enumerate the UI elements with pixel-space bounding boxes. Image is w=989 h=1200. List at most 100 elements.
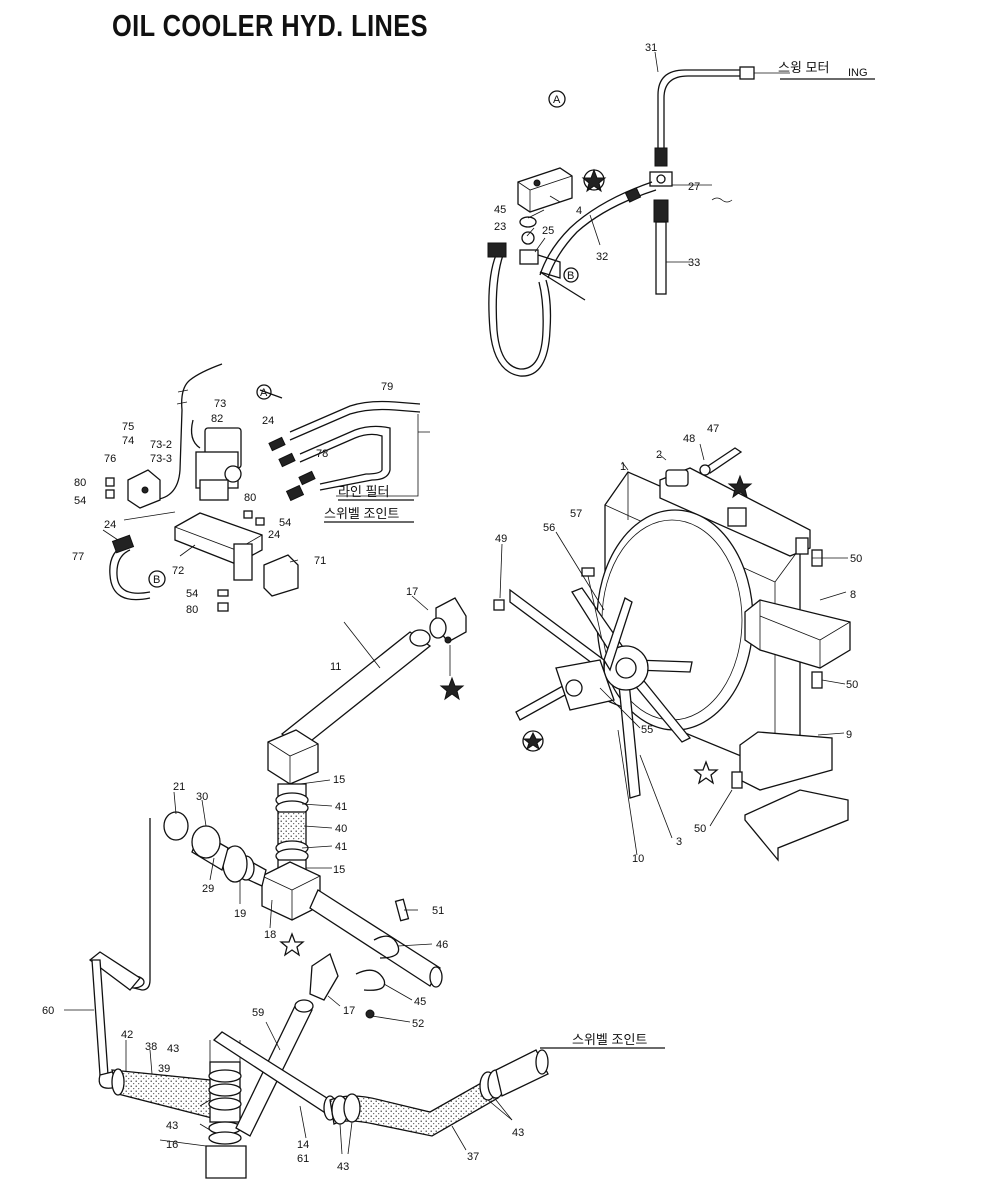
line-filter-group <box>102 363 430 612</box>
part-no-78: 78 <box>316 448 328 460</box>
part-no-54-c: 54 <box>186 588 198 600</box>
part-no-18: 18 <box>264 929 276 941</box>
label-line-filter: 라인 필터 <box>338 484 389 499</box>
part-no-79: 79 <box>381 381 393 393</box>
part-no-80-b: 80 <box>74 477 86 489</box>
elbow-17-lower <box>309 953 339 1001</box>
hose-31-fitting <box>739 66 755 80</box>
part-no-39: 39 <box>158 1063 170 1075</box>
valve-block-4 <box>517 167 573 213</box>
part-no-24-b: 24 <box>268 529 280 541</box>
part-no-72: 72 <box>172 565 184 577</box>
star-marker-top <box>581 168 607 193</box>
part-no-56: 56 <box>543 522 555 534</box>
part-no-50-c: 50 <box>694 823 706 835</box>
label-swivel-joint-upper: 스위벨 조인트 <box>324 506 399 521</box>
part-no-54-a: 54 <box>279 517 291 529</box>
part-no-41-b: 41 <box>335 841 347 853</box>
part-no-50-b: 50 <box>846 679 858 691</box>
label-swing-motor: 스윙 모터 <box>778 60 829 75</box>
view-mark-b-mid-text: B <box>153 574 160 586</box>
part-no-61: 61 <box>297 1153 309 1165</box>
view-mark-a-top-text: A <box>553 94 561 106</box>
part-no-11: 11 <box>330 661 341 673</box>
part-no-74: 74 <box>122 435 134 447</box>
part-no-45: 45 <box>494 204 506 216</box>
part-no-33: 33 <box>688 257 700 269</box>
view-mark-b-mid <box>148 570 166 588</box>
part-no-14: 14 <box>297 1139 309 1151</box>
label-swing-motor-suffix: ING <box>848 67 868 79</box>
part-no-30: 30 <box>196 791 208 803</box>
part-no-52: 52 <box>412 1018 424 1030</box>
part-no-27: 27 <box>688 181 700 193</box>
fitting-21 <box>163 811 189 841</box>
label-swivel-joint-lower: 스위벨 조인트 <box>572 1032 647 1047</box>
star-marker-tube <box>439 676 465 701</box>
plate-71 <box>263 554 299 597</box>
hose-38 <box>111 1069 213 1119</box>
part-no-21: 21 <box>173 781 185 793</box>
block-16 <box>205 1145 247 1179</box>
part-no-45-b: 45 <box>414 996 426 1008</box>
part-no-8: 8 <box>850 589 856 601</box>
hose-40 <box>277 811 307 847</box>
part-no-37: 37 <box>467 1151 479 1163</box>
pipe-60 <box>91 959 109 1076</box>
part-no-3: 3 <box>676 836 682 848</box>
part-no-55: 55 <box>641 724 653 736</box>
part-no-29: 29 <box>202 883 214 895</box>
part-no-4: 4 <box>576 205 582 217</box>
part-no-43-c: 43 <box>337 1161 349 1173</box>
part-no-15-b: 15 <box>333 864 345 876</box>
main-tube-assembly <box>64 595 665 1179</box>
view-mark-b-top-text: B <box>567 270 574 282</box>
part-no-46: 46 <box>436 939 448 951</box>
part-no-47: 47 <box>707 423 719 435</box>
part-no-73: 73 <box>214 398 226 410</box>
part-no-15-a: 15 <box>333 774 345 786</box>
part-no-42: 42 <box>121 1029 133 1041</box>
part-no-43-b: 43 <box>166 1120 178 1132</box>
view-mark-a-mid <box>256 384 272 400</box>
part-no-77: 77 <box>72 551 84 563</box>
part-no-19: 19 <box>234 908 246 920</box>
part-no-80-c: 80 <box>186 604 198 616</box>
part-no-59: 59 <box>252 1007 264 1019</box>
part-no-41-a: 41 <box>335 801 347 813</box>
part-no-2: 2 <box>656 449 662 461</box>
part-no-73-2: 73-2 <box>150 439 172 451</box>
part-no-10: 10 <box>632 853 644 865</box>
part-no-40: 40 <box>335 823 347 835</box>
part-no-50-a: 50 <box>850 553 862 565</box>
part-no-17-b: 17 <box>343 1005 355 1017</box>
part-no-1: 1 <box>620 461 626 473</box>
star-marker-cooler <box>727 474 753 499</box>
view-mark-a-top <box>548 90 566 108</box>
part-no-54-b: 54 <box>74 495 86 507</box>
tee-block-18 <box>261 861 321 921</box>
oil-cooler-assembly <box>493 443 851 862</box>
part-no-51: 51 <box>432 905 444 917</box>
part-no-73-3: 73-3 <box>150 453 172 465</box>
part-no-25: 25 <box>542 225 554 237</box>
diagram-title: OIL COOLER HYD. LINES <box>112 8 429 43</box>
part-no-24-c: 24 <box>104 519 116 531</box>
part-no-80-a: 80 <box>244 492 256 504</box>
part-no-49: 49 <box>495 533 507 545</box>
part-no-38: 38 <box>145 1041 157 1053</box>
part-number-labels: 31 27 4 45 23 25 32 33 73 82 79 75 74 73… <box>42 42 862 1173</box>
part-no-60: 60 <box>42 1005 54 1017</box>
tube-11 <box>280 631 432 749</box>
part-no-82: 82 <box>211 413 223 425</box>
swing-motor-line-group <box>487 51 875 377</box>
part-no-76: 76 <box>104 453 116 465</box>
part-no-43-a: 43 <box>167 1043 179 1055</box>
part-no-24-a: 24 <box>262 415 274 427</box>
part-no-32: 32 <box>596 251 608 263</box>
part-no-71: 71 <box>314 555 326 567</box>
hose-31 <box>657 69 740 150</box>
part-no-23: 23 <box>494 221 506 233</box>
part-no-48: 48 <box>683 433 695 445</box>
